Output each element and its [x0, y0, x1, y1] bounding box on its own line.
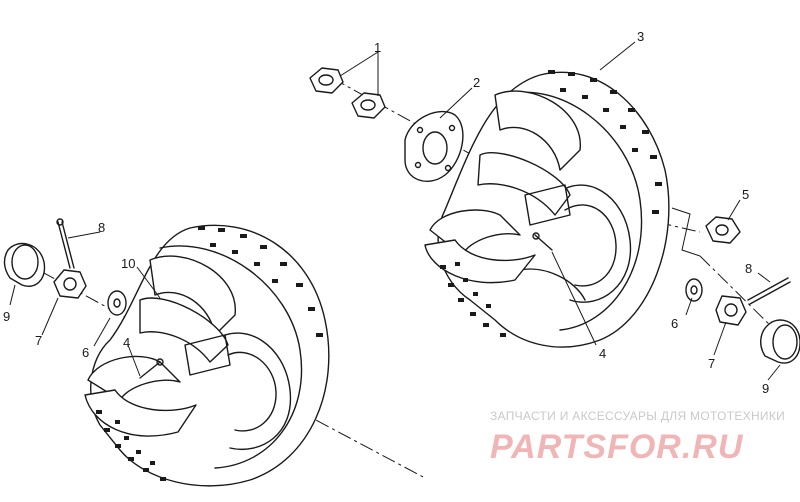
hub-cap-right — [760, 319, 800, 364]
callout-8-right: 8 — [745, 261, 752, 276]
callout-4-left: 4 — [123, 335, 130, 350]
right-tire-assembly — [424, 70, 670, 348]
valve-stem-right — [532, 232, 553, 251]
lug-nut-2 — [351, 92, 386, 119]
callout-8-left: 8 — [98, 220, 105, 235]
hub — [404, 110, 464, 183]
callout-10: 10 — [121, 256, 135, 271]
valve-stem-left — [139, 358, 164, 379]
callout-3: 3 — [637, 29, 644, 44]
callout-1: 1 — [374, 40, 381, 55]
nut-left — [53, 269, 87, 299]
washer-left — [107, 290, 127, 316]
callout-6-left: 6 — [82, 345, 89, 360]
callout-7-left: 7 — [35, 333, 42, 348]
callout-2: 2 — [473, 75, 480, 90]
callouts: 1 2 3 4 4 5 6 6 7 7 8 8 9 9 10 — [3, 29, 769, 396]
watermark-tagline: ЗАПЧАСТИ И АКСЕССУАРЫ ДЛЯ МОТОТЕХНИКИ — [490, 409, 785, 423]
cotter-pin-right — [747, 277, 791, 305]
callout-4-right: 4 — [599, 346, 606, 361]
hub-cap-left — [3, 242, 46, 287]
callout-9-left: 9 — [3, 309, 10, 324]
nut-right — [715, 295, 747, 326]
callout-9-right: 9 — [762, 381, 769, 396]
left-tire-assembly — [84, 224, 330, 487]
watermark: ЗАПЧАСТИ И АКСЕССУАРЫ ДЛЯ МОТОТЕХНИКИ PA… — [490, 409, 785, 466]
callout-6-right: 6 — [671, 316, 678, 331]
leader-lines — [9, 41, 781, 381]
washer-right — [685, 278, 703, 302]
lug-nut-1 — [309, 67, 344, 94]
cotter-pin-left — [56, 218, 75, 269]
watermark-brand: PARTSFOR.RU — [490, 428, 744, 466]
callout-5: 5 — [742, 187, 749, 202]
callout-7-right: 7 — [708, 356, 715, 371]
castle-nut-right — [705, 216, 741, 244]
